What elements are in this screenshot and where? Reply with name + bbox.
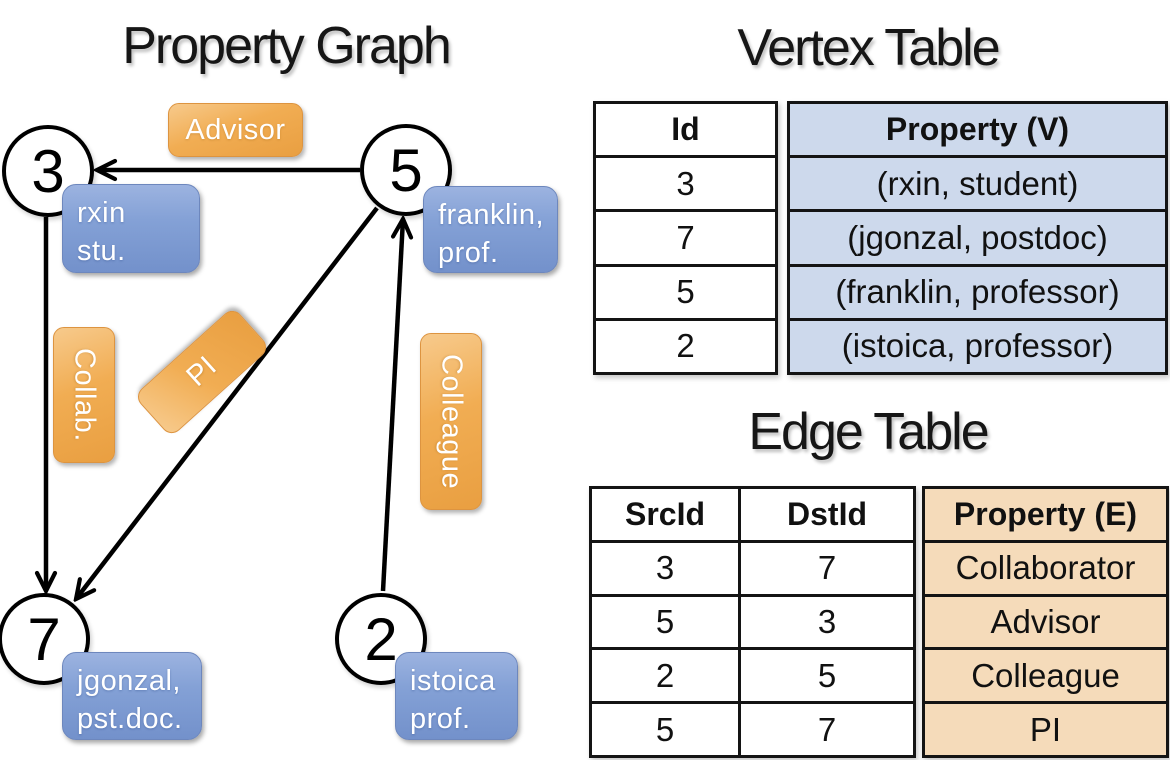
- edge-label-colleague: Colleague: [420, 333, 482, 510]
- node-id-label: 5: [389, 136, 423, 204]
- edge-table-property-column: Property (E) Collaborator Advisor Collea…: [922, 486, 1169, 758]
- table-cell: Collaborator: [925, 539, 1166, 594]
- table-cell: PI: [925, 701, 1166, 755]
- table-cell: 3: [817, 602, 837, 640]
- vertex-property-line: franklin,: [438, 199, 545, 231]
- node-id-label: 7: [27, 605, 61, 673]
- edge-table-title: Edge Table: [748, 403, 989, 461]
- vertex-property-line: jgonzal,: [77, 665, 181, 697]
- table-cell: 5: [817, 656, 837, 694]
- vertex-property-line: rxin: [77, 197, 126, 229]
- vertex-property-pill-7: jgonzal, pst.doc.: [62, 652, 202, 740]
- table-cell: (jgonzal, postdoc): [790, 209, 1165, 263]
- column-header-property-v: Property (V): [885, 111, 1070, 148]
- graph-node-5: 5: [360, 124, 452, 216]
- column-header-dstid: DstId: [787, 495, 867, 532]
- property-graph-title: Property Graph: [122, 17, 452, 75]
- edge-arrow-pi-5-to-7: [76, 206, 379, 599]
- table-cell: 5: [592, 596, 741, 648]
- graph-node-2: 2: [335, 593, 427, 685]
- table-cell: (franklin, professor): [790, 263, 1165, 318]
- table-cell: 2: [596, 317, 775, 372]
- node-id-label: 2: [364, 605, 398, 673]
- vertex-property-line: stu.: [77, 235, 126, 268]
- edge-label-collab: Collab.: [53, 327, 115, 463]
- table-cell: (istoica, professor): [790, 317, 1165, 372]
- table-cell: (rxin, student): [790, 155, 1165, 209]
- edge-label-advisor: Advisor: [168, 103, 303, 157]
- vertex-property-line: prof.: [410, 703, 471, 736]
- vertex-table-title: Vertex Table: [737, 19, 1000, 77]
- table-cell: Advisor: [925, 593, 1166, 648]
- table-cell: 7: [817, 549, 837, 587]
- column-header-srcid: SrcId: [592, 489, 741, 540]
- vertex-property-line: pst.doc.: [77, 703, 183, 736]
- column-header-id: Id: [671, 111, 700, 148]
- vertex-property-pill-3: rxin stu.: [62, 184, 200, 273]
- table-cell: 7: [817, 710, 837, 748]
- vertex-property-line: prof.: [438, 237, 499, 270]
- table-cell: Colleague: [925, 647, 1166, 701]
- edge-arrow-colleague-2-to-5: [380, 219, 403, 592]
- vertex-property-pill-5: franklin, prof.: [423, 186, 558, 273]
- node-id-label: 3: [31, 137, 65, 205]
- table-cell: 5: [592, 704, 741, 755]
- column-header-property-e: Property (E): [953, 495, 1138, 532]
- graph-edges-layer: [0, 0, 580, 760]
- vertex-table-property-column: Property (V) (rxin, student) (jgonzal, p…: [787, 101, 1168, 375]
- vertex-property-pill-2: istoica prof.: [395, 652, 518, 740]
- vertex-table-id-column: Id 3 7 5 2: [593, 101, 778, 375]
- table-cell: 2: [592, 650, 741, 702]
- edge-table-id-columns: SrcId DstId 3 7 5 3 2 5 5 7: [589, 486, 916, 758]
- table-cell: 7: [596, 209, 775, 263]
- table-cell: 3: [592, 542, 741, 594]
- table-cell: 3: [596, 155, 775, 209]
- table-cell: 5: [596, 263, 775, 318]
- vertex-property-line: istoica: [410, 665, 496, 697]
